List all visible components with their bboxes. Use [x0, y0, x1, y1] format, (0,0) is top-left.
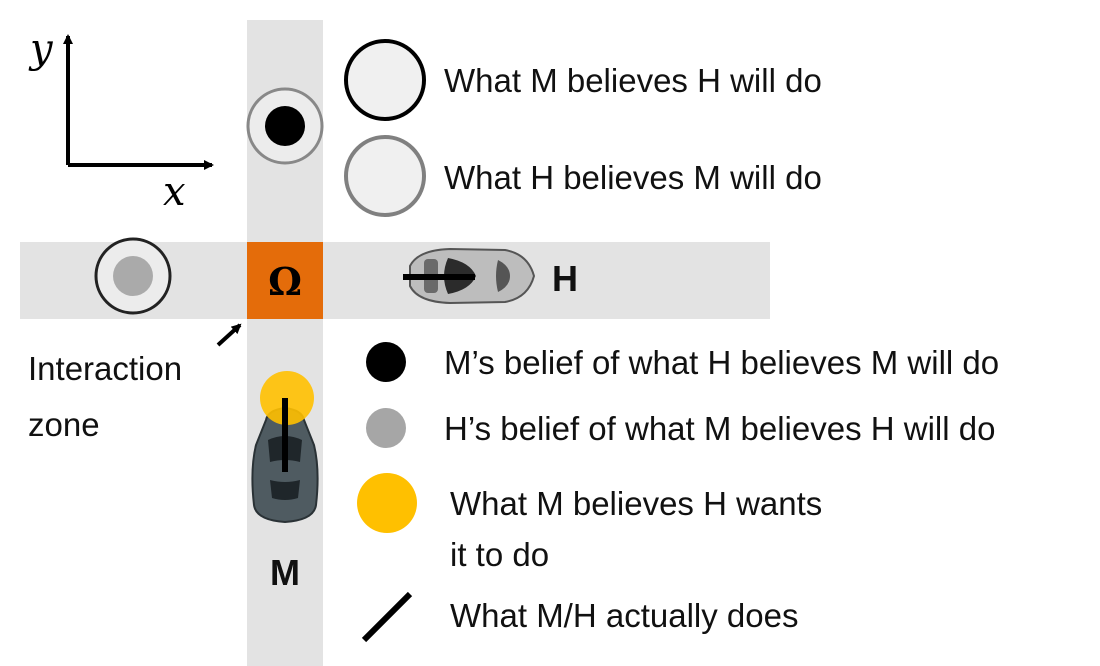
legend-text: M’s belief of what H believes M will do — [444, 344, 999, 381]
legend-text: What M believes H wants — [450, 485, 822, 522]
legend-item-m-belief-of-h: M’s belief of what H believes M will do — [366, 342, 999, 382]
h-belief-marker — [94, 237, 172, 315]
zone-label-line2: zone — [28, 406, 100, 443]
legend-ring-black-icon — [344, 39, 426, 121]
zone-label-line1: Interaction — [28, 350, 182, 387]
legend-text: What M believes H will do — [444, 62, 822, 99]
x-axis-label: x — [163, 169, 186, 215]
car-m-icon — [251, 371, 319, 524]
legend-dot-yellow-icon — [357, 473, 417, 533]
legend-text: it to do — [450, 536, 549, 573]
legend-item-m-believes-h: What M believes H will do — [344, 39, 822, 121]
legend-ring-gray-icon — [344, 135, 426, 217]
legend-item-h-believes-m: What H believes M will do — [344, 135, 822, 217]
y-axis-label: y — [28, 26, 54, 72]
legend-item-h-belief-of-m: H’s belief of what M believes H will do — [366, 408, 995, 448]
legend-dot-gray-icon — [366, 408, 406, 448]
legend-text: What H believes M will do — [444, 159, 822, 196]
car-h-icon — [403, 247, 536, 305]
zone-pointer-arrow — [216, 323, 242, 347]
omega-symbol: Ω — [268, 259, 302, 304]
car-h-label: H — [552, 258, 578, 299]
m-belief-marker — [246, 87, 324, 165]
legend-item-h-wants: What M believes H wants it to do — [357, 473, 822, 573]
legend-text: What M/H actually does — [450, 597, 798, 634]
axes: y x — [28, 26, 214, 215]
legend-dot-black-icon — [366, 342, 406, 382]
legend: What M believes H will do What H believe… — [344, 39, 999, 643]
legend-text: H’s belief of what M believes H will do — [444, 410, 995, 447]
car-m-label: M — [270, 552, 300, 593]
interaction-zone — [247, 242, 323, 319]
legend-item-actual-action: What M/H actually does — [361, 591, 798, 643]
legend-line-black-icon — [361, 591, 413, 643]
